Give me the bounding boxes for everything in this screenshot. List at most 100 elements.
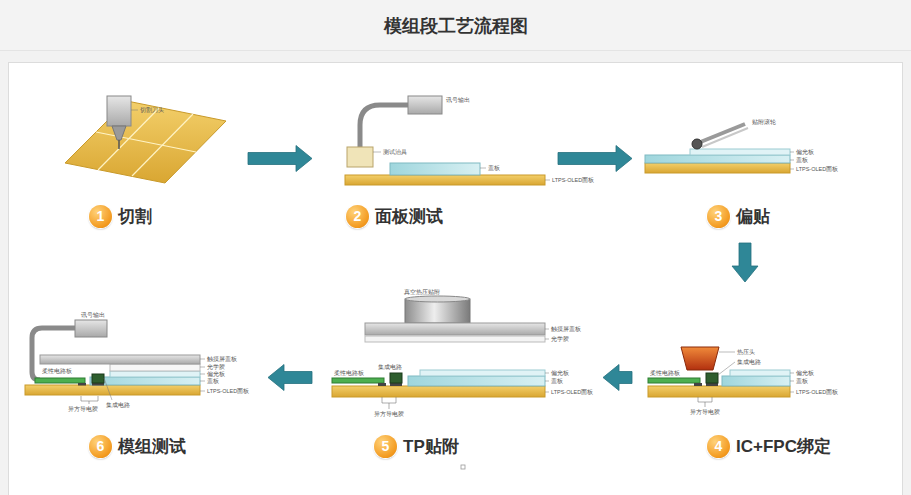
illustration-part — [702, 128, 748, 147]
process-step: 2 面板测试 — [320, 82, 550, 235]
illustration-part — [648, 386, 790, 397]
part-label: 偏光板 — [796, 370, 814, 376]
illustration-part — [730, 370, 790, 376]
part-label: 偏光板 — [207, 371, 225, 377]
illustration-part — [118, 140, 120, 149]
process-step: 5TP贴附 — [320, 290, 595, 465]
illustration-part — [694, 383, 702, 386]
illustration-part — [706, 373, 718, 383]
illustration-part — [345, 175, 545, 185]
illustration-part — [648, 378, 700, 383]
illustration-part — [390, 163, 480, 175]
part-label: 触摸屏盖板 — [207, 356, 237, 362]
step-name: 切割 — [118, 205, 152, 228]
step-name: 面板测试 — [375, 205, 443, 228]
illustration-part — [332, 386, 545, 397]
part-label: 柔性电路板 — [42, 368, 72, 374]
illustration-part — [107, 96, 131, 126]
part-label: 测试治具 — [383, 149, 407, 155]
step-label: 1 切割 — [89, 205, 152, 228]
flow-arrow — [558, 146, 632, 172]
part-label: 真空热压贴附 — [404, 289, 440, 295]
illustration-part — [645, 155, 790, 163]
illustration-part — [81, 396, 98, 404]
ic-fpc-bonding — [648, 347, 794, 407]
illustration-part — [78, 383, 86, 386]
illustration-part — [96, 132, 196, 152]
part-label: 切割刀头 — [140, 107, 164, 113]
part-label: 触摸屏盖板 — [551, 326, 581, 332]
illustration-part — [408, 376, 545, 386]
illustration-part — [110, 371, 200, 377]
illustration-part — [90, 377, 200, 385]
illustration-part — [200, 367, 205, 368]
illustration-part — [390, 373, 402, 383]
illustration-part — [373, 152, 381, 153]
illustration-part — [110, 364, 200, 371]
illustration-part — [65, 101, 226, 183]
illustration-part — [690, 149, 790, 155]
process-step: 1 切割 — [55, 82, 240, 235]
illustration-part — [420, 370, 545, 376]
part-label: LTPS-OLED面板 — [552, 177, 594, 183]
illustration-part — [405, 299, 470, 323]
diagram-title: 模组段工艺流程图 — [0, 14, 911, 38]
step-number: 5 — [374, 435, 397, 458]
step-number: 3 — [707, 205, 730, 228]
step-name: 偏贴 — [736, 205, 770, 228]
illustration-part — [200, 391, 205, 392]
part-label: 盖板 — [488, 165, 500, 171]
illustration-part — [545, 339, 549, 340]
part-label: 讯号输出 — [81, 312, 105, 318]
illustration-part — [698, 124, 745, 143]
illustration-part — [365, 336, 545, 342]
part-label: 偏光板 — [551, 370, 569, 376]
illustration-part — [405, 296, 470, 302]
part-label: 光学胶 — [551, 336, 569, 342]
step-label: 4IC+FPC绑定 — [707, 435, 831, 458]
step-number: 1 — [89, 205, 112, 228]
tp-attach — [332, 296, 549, 409]
part-label: LTPS-OLED面板 — [207, 388, 249, 394]
illustration-part — [692, 139, 702, 149]
illustration-part — [790, 381, 794, 382]
flow-arrow — [732, 243, 758, 282]
illustration-part — [131, 110, 138, 111]
part-label: 盖板 — [551, 378, 563, 384]
part-label: 异方导电胶 — [374, 411, 404, 417]
illustration-part — [32, 328, 75, 380]
part-label: 热压头 — [737, 349, 755, 355]
step-number: 2 — [346, 205, 369, 228]
step-label: 3 偏贴 — [707, 205, 770, 228]
part-label: 异方导电胶 — [690, 409, 720, 415]
cutting-head — [107, 96, 138, 149]
flow-arrow — [268, 365, 312, 391]
flow-arrow — [248, 146, 312, 172]
process-step: 4IC+FPC绑定 — [640, 290, 850, 465]
illustration-part — [40, 355, 200, 364]
step-label: 5TP贴附 — [374, 435, 459, 458]
illustration-part — [681, 347, 719, 370]
process-step: 6模组测试 — [20, 290, 260, 465]
part-label: 盖板 — [796, 157, 808, 163]
step-number: 4 — [707, 435, 730, 458]
polarizer-attach — [645, 124, 794, 173]
illustration-part — [790, 169, 794, 170]
illustration-part — [382, 397, 396, 409]
illustration-part — [332, 378, 384, 383]
part-label: 盖板 — [796, 378, 808, 384]
illustration-part — [200, 359, 205, 360]
part-label: 柔性电路板 — [650, 370, 680, 376]
part-label: 集成电路 — [378, 364, 402, 370]
step-label: 6模组测试 — [89, 435, 186, 458]
flow-arrow — [603, 365, 632, 391]
part-label: 集成电路 — [106, 402, 130, 408]
illustration-part — [480, 168, 486, 169]
step-number: 6 — [89, 435, 112, 458]
illustration-part — [365, 323, 545, 335]
part-label: 异方导电胶 — [68, 406, 98, 412]
illustration-part — [92, 374, 104, 383]
part-label: LTPS-OLED面板 — [796, 389, 838, 395]
illustration-part — [35, 378, 85, 383]
illustration-part — [347, 147, 373, 167]
